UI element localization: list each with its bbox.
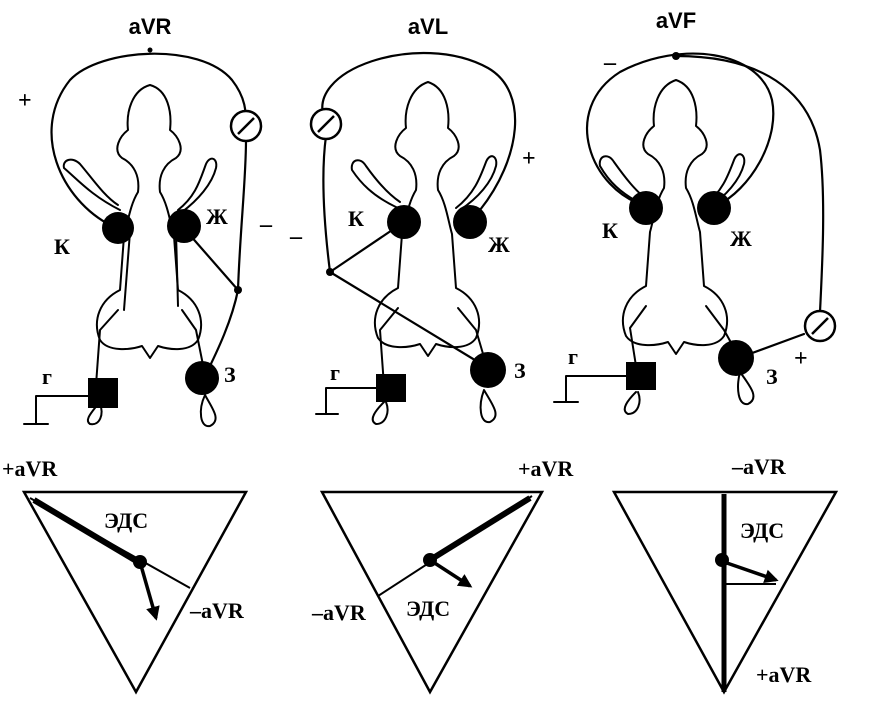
negative-pole-label: –aVR — [311, 600, 367, 625]
limb-label: Ж — [206, 204, 228, 229]
galvanometer-icon — [229, 109, 263, 143]
electrode-left-front — [167, 209, 201, 243]
electrode-ground — [88, 378, 118, 408]
panel-avf: aVF К Ж З г + – — [553, 8, 837, 415]
junction-node — [672, 52, 680, 60]
galvanometer-icon — [803, 309, 837, 343]
limb-label: г — [330, 360, 340, 385]
negative-sign: – — [259, 212, 273, 238]
projection-vector — [428, 495, 532, 563]
electrode-ground — [376, 374, 406, 402]
ground-wire — [23, 395, 89, 425]
positive-pole-label: +aVR — [518, 456, 574, 481]
lead-title: aVR — [129, 14, 172, 39]
ground-wire — [553, 375, 627, 403]
vector-origin — [133, 555, 147, 569]
lead-title: aVF — [656, 8, 696, 33]
negative-sign: – — [289, 224, 303, 250]
einthoven-triangle — [21, 490, 249, 695]
limb-label: г — [568, 344, 578, 369]
einthoven-triangle — [611, 490, 839, 695]
electrode-left-hind — [718, 340, 754, 376]
limb-label: З — [766, 364, 778, 389]
limb-label: З — [224, 362, 236, 387]
emf-vector — [138, 561, 160, 621]
rat-body — [62, 84, 218, 428]
limb-label: г — [42, 364, 52, 389]
positive-pole-label: +aVR — [756, 662, 812, 687]
galvanometer-icon — [309, 107, 343, 141]
emf-vector — [429, 558, 473, 588]
positive-pole-label: +aVR — [2, 456, 58, 481]
lead-title: aVL — [408, 14, 448, 39]
emf-vector — [723, 560, 779, 583]
lead-wires — [586, 52, 825, 358]
electrode-left-front — [697, 191, 731, 225]
rat-body — [598, 79, 755, 415]
junction-node — [234, 286, 242, 294]
electrode-left-front — [453, 205, 487, 239]
vector-origin — [423, 553, 437, 567]
ground-wire — [315, 387, 377, 415]
electrode-right-front — [629, 191, 663, 225]
limb-label: Ж — [488, 232, 510, 257]
limb-label: Ж — [730, 226, 752, 251]
panel-avr: aVR К Ж З г — [18, 14, 273, 428]
junction-node — [326, 268, 334, 276]
emf-label: ЭДС — [104, 508, 148, 533]
electrode-right-front — [387, 205, 421, 239]
limb-label: З — [514, 358, 526, 383]
electrode-right-front — [102, 212, 134, 244]
limb-label: К — [54, 234, 70, 259]
junction-node — [147, 47, 153, 53]
vector-origin — [715, 553, 729, 567]
negative-pole-label: –aVR — [189, 598, 245, 623]
projection-vector — [32, 497, 140, 565]
emf-label: ЭДС — [406, 596, 450, 621]
electrode-left-hind — [470, 352, 506, 388]
triangle-diagram-2: +aVR –aVR ЭДС — [311, 456, 574, 695]
electrode-ground — [626, 362, 656, 390]
limb-label: К — [602, 218, 618, 243]
positive-sign: + — [18, 88, 32, 114]
positive-sign: + — [522, 146, 536, 172]
lead-wires — [321, 51, 517, 370]
negative-pole-label: –aVR — [731, 454, 787, 479]
limb-label: К — [348, 206, 364, 231]
electrode-left-hind — [185, 361, 219, 395]
emf-label: ЭДС — [740, 518, 784, 543]
rat-body — [350, 81, 498, 425]
panel-avl: aVL К Ж З г + – — [289, 14, 536, 425]
einthoven-triangle — [319, 490, 545, 695]
triangle-diagram-3: –aVR +aVR ЭДС — [611, 454, 839, 695]
negative-sign: – — [603, 50, 617, 76]
positive-sign: + — [794, 346, 808, 372]
triangle-diagram-1: +aVR –aVR ЭДС — [2, 456, 249, 695]
